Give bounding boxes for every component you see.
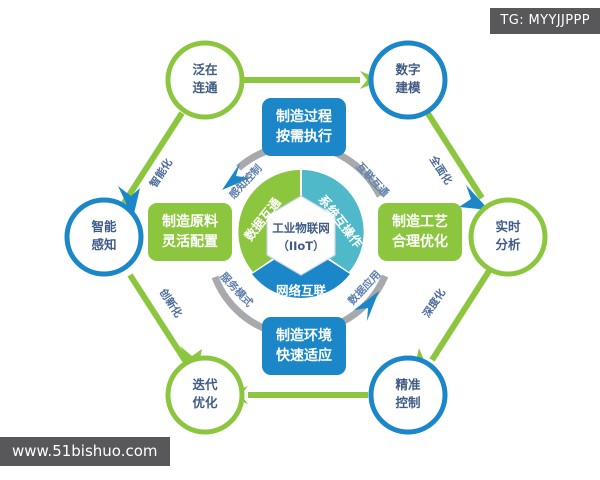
ring-arrow-top-left	[222, 163, 250, 190]
site-watermark: www.51bishuo.com	[0, 437, 170, 466]
node-ubiquitous-connectivity[interactable]: 泛在 连通	[165, 40, 245, 120]
card-environment-adaptation-line2: 快速适应	[276, 347, 332, 364]
card-environment-adaptation[interactable]: 制造环境 快速适应	[262, 317, 346, 375]
ring-arrow-bottom-right	[354, 291, 379, 321]
tg-tag-badge: TG: MYYJJPPP	[490, 8, 600, 34]
node-intelligent-perception-line2: 感知	[91, 237, 116, 252]
connector-lower-left	[127, 273, 189, 364]
node-ubiquitous-connectivity-line2: 连通	[192, 80, 218, 95]
node-precise-control-line2: 控制	[395, 395, 420, 410]
connector-upper-left	[121, 111, 185, 205]
outer-nodes: 泛在 连通 数字 建模 实时 分析 精准 控制	[64, 40, 548, 435]
card-craft-optimization[interactable]: 制造工艺 合理优化	[378, 203, 462, 261]
node-realtime-analysis[interactable]: 实时 分析	[468, 197, 548, 277]
card-environment-adaptation-line1: 制造环境	[276, 327, 332, 344]
edge-label-comprehensive: 全面化	[426, 153, 455, 188]
node-realtime-analysis-line1: 实时	[495, 219, 521, 234]
core-cluster: 数据互通 系统互操作 网络互联 工业物联网 （IIoT）	[238, 170, 366, 299]
node-ubiquitous-connectivity-line1: 泛在	[192, 62, 217, 77]
card-process-on-demand-line1: 制造过程	[276, 108, 332, 125]
card-material-flexible-line2: 灵活配置	[162, 233, 218, 250]
core-petal-network-interconnect	[252, 254, 350, 299]
connector-upper-left-arrowhead	[118, 186, 140, 218]
node-iterative-optimization-line2: 优化	[192, 395, 218, 410]
card-material-flexible[interactable]: 制造原料 灵活配置	[148, 203, 232, 261]
node-iterative-optimization[interactable]: 迭代 优化	[165, 355, 245, 435]
node-precise-control[interactable]: 精准 控制	[368, 355, 448, 435]
node-intelligent-perception-line1: 智能	[90, 219, 117, 234]
node-precise-control-line1: 精准	[395, 377, 421, 392]
node-intelligent-perception[interactable]: 智能 感知	[64, 197, 144, 277]
card-craft-optimization-line1: 制造工艺	[392, 213, 448, 230]
card-material-flexible-line1: 制造原料	[162, 213, 218, 230]
card-process-on-demand[interactable]: 制造过程 按需执行	[262, 98, 346, 156]
node-digital-modeling-line2: 建模	[395, 80, 421, 95]
connector-lower-right	[429, 269, 492, 362]
node-iterative-optimization-line1: 迭代	[192, 377, 218, 392]
edge-label-depth: 深度化	[420, 286, 448, 320]
connector-upper-right-arrowhead	[459, 185, 489, 210]
node-digital-modeling[interactable]: 数字 建模	[368, 40, 448, 120]
core-hexagon	[266, 195, 336, 276]
core-petal-label-network-interconnect: 网络互联	[276, 283, 327, 298]
ring-label-interconnection: 互联互通	[353, 160, 391, 200]
connector-upper-right	[424, 110, 485, 200]
gray-arc-bottom-left	[211, 275, 270, 334]
card-process-on-demand-line2: 按需执行	[276, 128, 332, 145]
core-subtitle: （IIoT）	[277, 239, 324, 253]
edge-label-innovation: 创新化	[156, 286, 185, 321]
node-digital-modeling-line1: 数字	[394, 62, 420, 77]
gray-ring-arrowheads	[222, 163, 379, 321]
capability-cards: 制造过程 按需执行 制造原料 灵活配置 制造工艺 合理优化 制造环境 快速适应	[148, 98, 462, 375]
card-craft-optimization-line2: 合理优化	[392, 233, 448, 250]
node-realtime-analysis-line2: 分析	[495, 237, 521, 252]
core-title: 工业物联网	[272, 221, 330, 235]
